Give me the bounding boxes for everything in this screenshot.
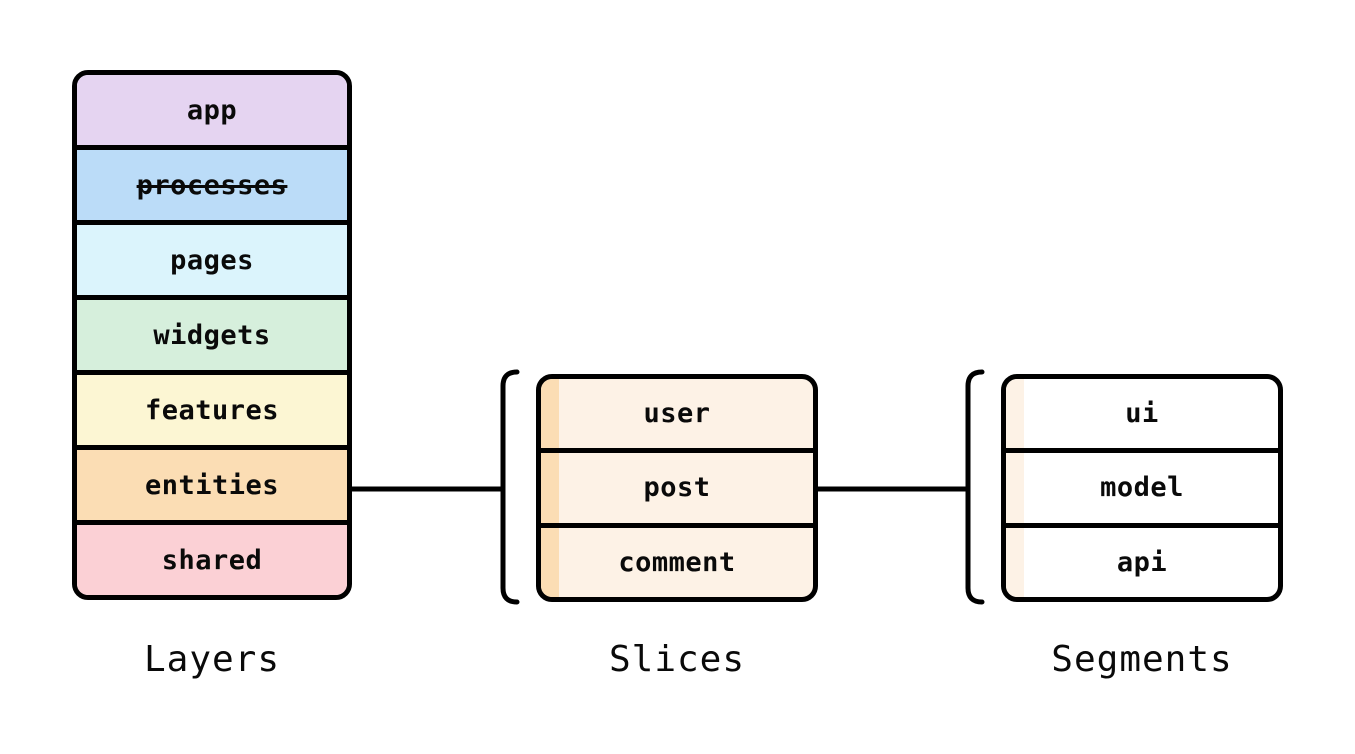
layer-row-app: app	[77, 75, 347, 150]
layer-row-entities: entities	[77, 450, 347, 525]
layer-row-processes: processes	[77, 150, 347, 225]
layers-stack: app processes pages widgets features ent…	[72, 70, 352, 600]
segment-label-ui: ui	[1125, 398, 1159, 430]
slices-caption: Slices	[608, 639, 746, 680]
layer-label-widgets: widgets	[153, 319, 271, 351]
layer-row-shared: shared	[77, 525, 347, 595]
slice-row-comment: comment	[541, 528, 813, 597]
slice-row-post: post	[541, 453, 813, 528]
segment-row-ui: ui	[1006, 379, 1278, 454]
layer-label-app: app	[186, 94, 238, 126]
segment-label-api: api	[1116, 546, 1168, 578]
slice-row-user: user	[541, 379, 813, 454]
segments-accent-strip	[1006, 379, 1024, 597]
layer-label-processes: processes	[136, 169, 288, 201]
layer-row-widgets: widgets	[77, 300, 347, 375]
layer-label-pages: pages	[170, 244, 254, 276]
slice-label-post: post	[643, 472, 711, 504]
slices-group-bracket	[500, 369, 520, 605]
segments-group-bracket	[965, 369, 985, 605]
segments-stack: ui model api	[1001, 374, 1283, 602]
slice-label-comment: comment	[618, 546, 736, 578]
layer-label-features: features	[144, 394, 280, 426]
layer-row-pages: pages	[77, 225, 347, 300]
segments-caption: Segments	[1051, 639, 1233, 680]
segment-row-api: api	[1006, 528, 1278, 597]
layer-label-entities: entities	[144, 469, 280, 501]
segment-row-model: model	[1006, 453, 1278, 528]
slice-label-user: user	[643, 398, 711, 430]
layer-label-shared: shared	[161, 544, 263, 576]
segment-label-model: model	[1100, 472, 1184, 504]
layer-row-features: features	[77, 375, 347, 450]
slices-accent-strip	[541, 379, 559, 597]
layers-caption: Layers	[143, 639, 281, 680]
slices-stack: user post comment	[536, 374, 818, 602]
